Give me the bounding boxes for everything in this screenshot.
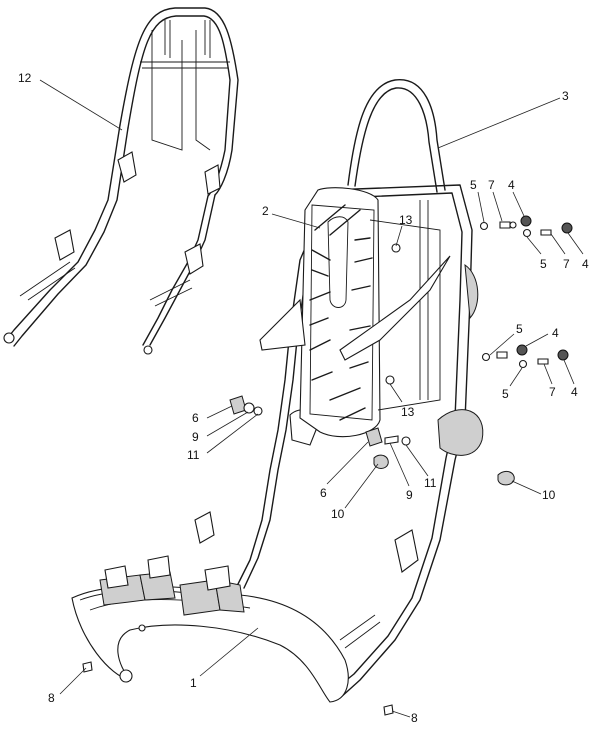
callout-4-upper-b: 4 [582,257,589,271]
callout-5-upper-a: 5 [470,178,477,192]
seat-frame-12 [3,7,239,355]
washer-9a [243,402,255,414]
washer-5c [481,352,491,362]
washer-11b [401,436,411,446]
seat-back-panel-2 [259,187,451,438]
callout-3: 3 [562,89,569,103]
callout-9-center: 9 [406,488,413,502]
nut-4b [561,222,573,234]
callout-6-left: 6 [192,411,199,425]
washer-5d [518,359,528,369]
bolt-7 [499,221,511,229]
callout-labels: 12 3 2 13 13 5 7 4 5 7 4 5 4 5 7 4 6 9 1… [18,71,589,725]
washer-5 [479,221,489,231]
nut-4 [520,215,532,227]
callout-4-middle-a: 4 [552,326,559,340]
leader-lines [39,79,584,718]
callout-12: 12 [18,71,32,85]
callout-13-lower: 13 [401,405,415,419]
callout-7-upper-b: 7 [563,257,570,271]
callout-1: 1 [190,676,197,690]
bushing-13b [385,375,395,385]
nut-4c [516,344,528,356]
spacer-6b [365,427,383,447]
nut-4d [557,349,569,361]
spacer-6a [229,395,247,415]
seat-bottom-1 [71,555,349,703]
hardware-group [82,215,573,716]
callout-7-upper-a: 7 [488,178,495,192]
callout-2: 2 [262,204,269,218]
callout-5-middle-a: 5 [516,322,523,336]
callout-7-middle-b: 7 [549,385,556,399]
callout-9-left: 9 [192,430,199,444]
callout-10-center: 10 [331,507,345,521]
callout-5-upper-b: 5 [540,257,547,271]
bolt-9b [384,435,399,445]
callout-11-center: 11 [424,476,437,490]
callout-8-left: 8 [48,691,55,705]
callout-4-upper-a: 4 [508,178,515,192]
callout-10-right: 10 [542,488,556,502]
bolt-7c [496,351,508,359]
washer-5b [522,228,532,238]
bolt-7d [537,358,549,365]
bumper-10b [497,470,515,486]
fastener-8a [82,661,93,673]
callout-4-middle-b: 4 [571,385,578,399]
bushing-13a [391,243,401,253]
callout-5-middle-b: 5 [502,387,509,401]
fastener-8b [383,704,394,716]
callout-13-upper: 13 [399,213,413,227]
callout-6-center: 6 [320,486,327,500]
callout-11-left: 11 [187,448,200,462]
callout-8-right: 8 [411,711,418,725]
washer-11a [253,406,263,416]
bolt-7b [540,229,552,236]
